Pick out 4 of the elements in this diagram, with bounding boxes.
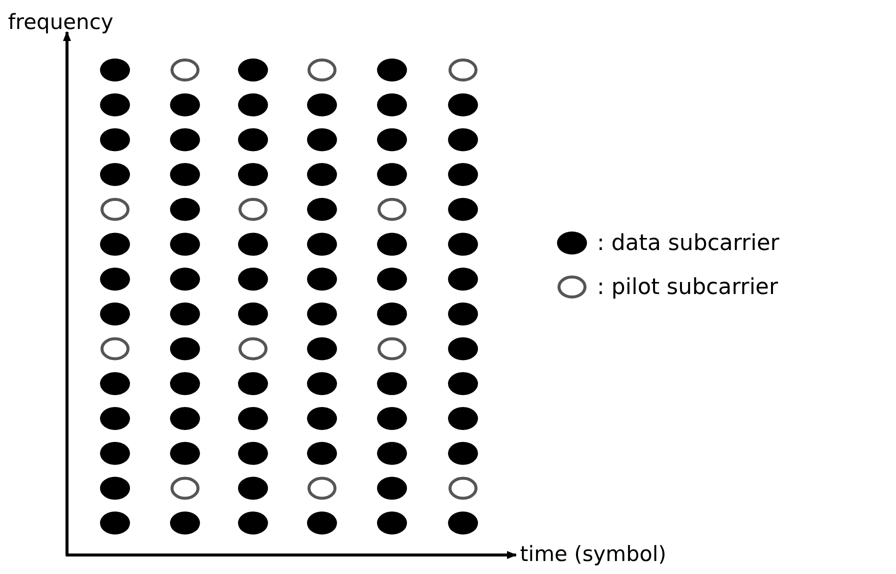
x-axis-label: time (symbol) bbox=[520, 544, 666, 565]
y-axis-label: frequency bbox=[8, 12, 114, 33]
legend-text: : data subcarrier bbox=[597, 230, 780, 256]
legend-text: : pilot subcarrier bbox=[597, 274, 778, 300]
